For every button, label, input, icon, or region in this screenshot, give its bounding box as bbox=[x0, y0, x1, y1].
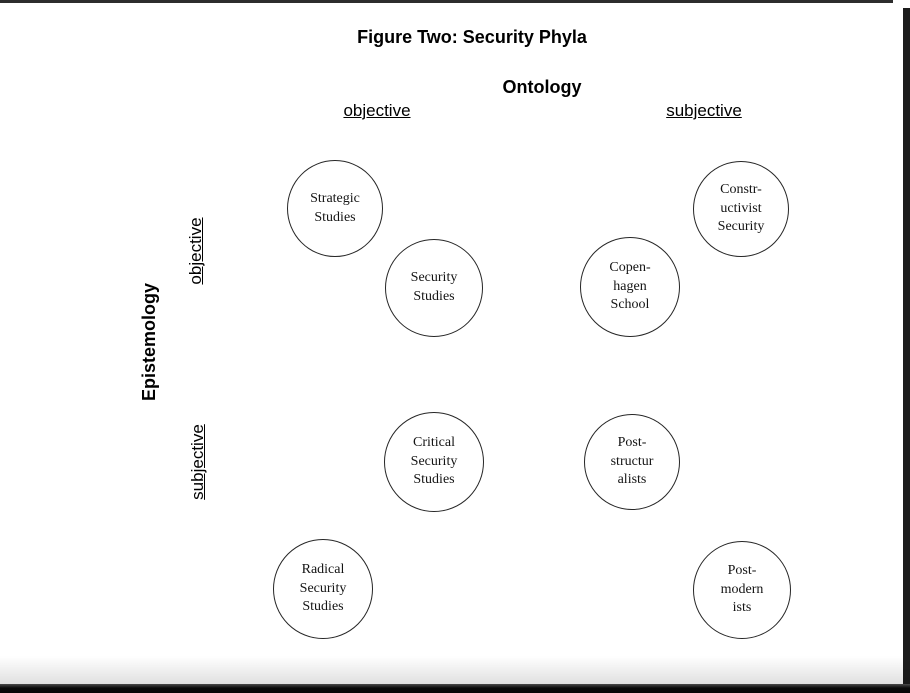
ontology-objective-label: objective bbox=[343, 101, 411, 120]
page-bottom-shadow bbox=[0, 656, 910, 684]
circle-strategic-studies: Strategic Studies bbox=[287, 160, 383, 257]
circle-post-modernists: Post- modern ists bbox=[693, 541, 791, 639]
circle-radical-security-studies: Radical Security Studies bbox=[273, 539, 373, 639]
circle-post-structuralists-label: Post- structur alists bbox=[610, 434, 654, 488]
figure-title: Figure Two: Security Phyla bbox=[357, 27, 587, 47]
circle-post-modernists-label: Post- modern ists bbox=[720, 562, 764, 616]
circle-constructivist-security: Constr- uctivist Security bbox=[693, 161, 789, 257]
circle-copenhagen-school-label: Copen- hagen School bbox=[609, 259, 651, 313]
epistemology-subjective-label: subjective bbox=[188, 424, 207, 500]
circle-security-studies-label: Security Studies bbox=[410, 270, 458, 304]
circle-strategic-studies-label: Strategic Studies bbox=[310, 190, 360, 225]
circle-post-structuralists: Post- structur alists bbox=[584, 414, 680, 510]
circle-constructivist-security-label: Constr- uctivist Security bbox=[717, 181, 765, 235]
circle-radical-security-studies-label: Radical Security Studies bbox=[299, 561, 347, 615]
circle-security-studies: Security Studies bbox=[385, 239, 483, 337]
ontology-axis-label: Ontology bbox=[502, 77, 582, 97]
epistemology-objective-label: objective bbox=[186, 217, 205, 285]
circle-copenhagen-school: Copen- hagen School bbox=[580, 237, 680, 337]
epistemology-axis-label: Epistemology bbox=[139, 282, 159, 402]
circle-critical-security-studies: Critical Security Studies bbox=[384, 412, 484, 512]
circle-critical-security-studies-label: Critical Security Studies bbox=[410, 434, 458, 488]
page-edge-right bbox=[903, 8, 910, 693]
page-edge-top bbox=[0, 0, 893, 3]
ontology-subjective-label: subjective bbox=[666, 101, 742, 120]
page-edge-bottom bbox=[0, 684, 910, 693]
